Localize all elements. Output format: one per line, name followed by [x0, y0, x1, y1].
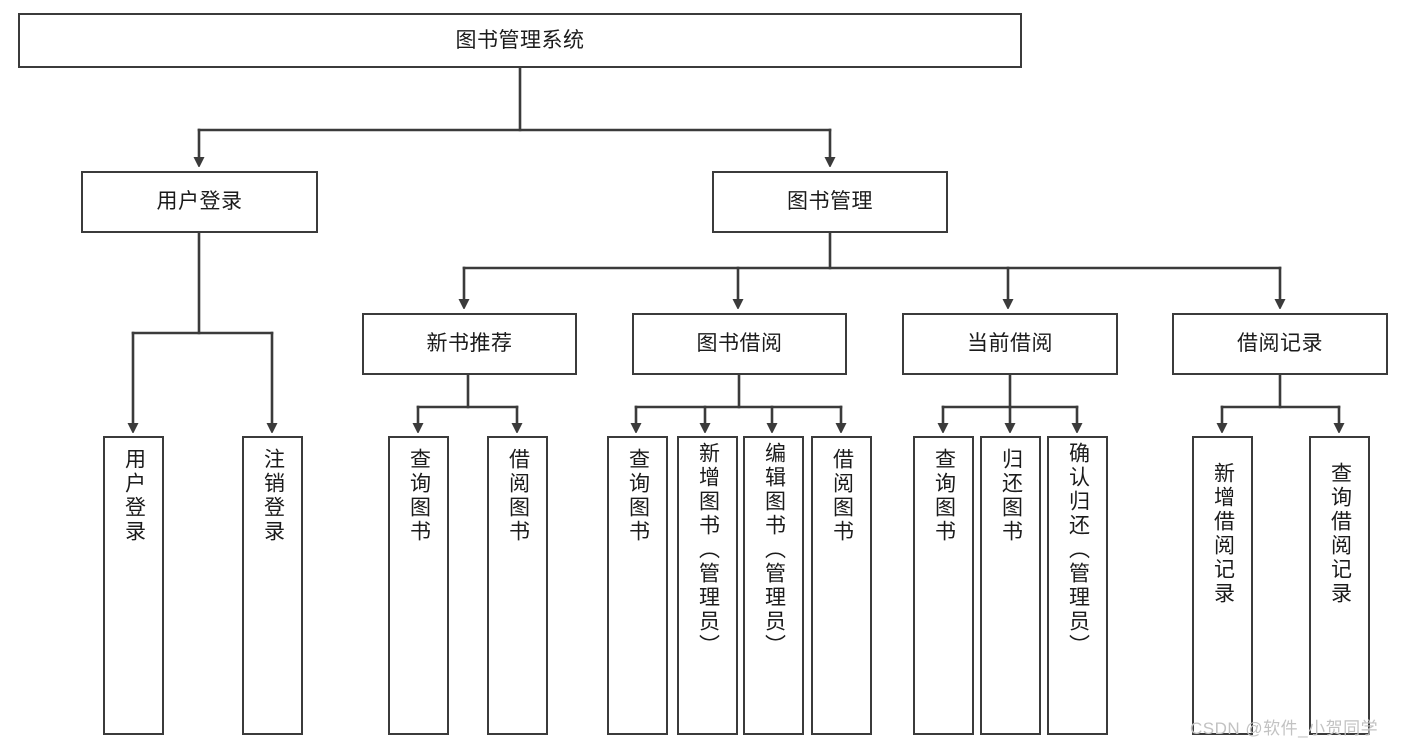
- node-leaf-add-book-admin[interactable]: 新增图书（管理员）: [677, 436, 738, 735]
- node-label: 注销登录: [261, 448, 285, 544]
- node-leaf-query-book-1[interactable]: 查询图书: [388, 436, 449, 735]
- node-label: 当前借阅: [967, 332, 1053, 356]
- node-label: 查询图书: [407, 448, 431, 544]
- node-leaf-borrow-book-1[interactable]: 借阅图书: [487, 436, 548, 735]
- node-leaf-edit-book-admin[interactable]: 编辑图书（管理员）: [743, 436, 804, 735]
- node-label: 新书推荐: [426, 332, 513, 356]
- node-label: 确认归还（管理员）: [1066, 442, 1090, 658]
- node-book-management[interactable]: 图书管理: [712, 171, 948, 233]
- node-new-book-recommend[interactable]: 新书推荐: [362, 313, 577, 375]
- node-leaf-add-borrow-record[interactable]: 新增借阅记录: [1192, 436, 1253, 735]
- node-leaf-query-book-3[interactable]: 查询图书: [913, 436, 974, 735]
- node-book-borrow[interactable]: 图书借阅: [632, 313, 847, 375]
- node-label: 借阅记录: [1237, 332, 1323, 356]
- node-leaf-query-borrow-record[interactable]: 查询借阅记录: [1309, 436, 1370, 735]
- node-leaf-user-login[interactable]: 用户登录: [103, 436, 164, 735]
- node-leaf-return-book[interactable]: 归还图书: [980, 436, 1041, 735]
- node-label: 查询借阅记录: [1328, 462, 1352, 606]
- node-label: 新增图书（管理员）: [696, 442, 720, 658]
- node-label: 图书管理: [787, 190, 873, 214]
- node-label: 借阅图书: [506, 448, 530, 544]
- node-current-borrow[interactable]: 当前借阅: [902, 313, 1118, 375]
- node-label: 编辑图书（管理员）: [762, 442, 786, 658]
- node-leaf-confirm-return-admin[interactable]: 确认归还（管理员）: [1047, 436, 1108, 735]
- node-label: 查询图书: [626, 448, 650, 544]
- node-root-book-management-system[interactable]: 图书管理系统: [18, 13, 1022, 68]
- node-user-login[interactable]: 用户登录: [81, 171, 318, 233]
- node-leaf-query-book-2[interactable]: 查询图书: [607, 436, 668, 735]
- node-label: 用户登录: [122, 448, 146, 544]
- node-label: 图书管理系统: [455, 28, 585, 52]
- node-label: 查询图书: [932, 448, 956, 544]
- node-label: 借阅图书: [830, 448, 854, 544]
- node-label: 图书借阅: [696, 332, 783, 356]
- node-label: 归还图书: [999, 448, 1023, 544]
- node-label: 新增借阅记录: [1211, 462, 1235, 606]
- node-leaf-borrow-book-2[interactable]: 借阅图书: [811, 436, 872, 735]
- node-leaf-logout-login[interactable]: 注销登录: [242, 436, 303, 735]
- node-label: 用户登录: [156, 190, 243, 214]
- node-borrow-record[interactable]: 借阅记录: [1172, 313, 1388, 375]
